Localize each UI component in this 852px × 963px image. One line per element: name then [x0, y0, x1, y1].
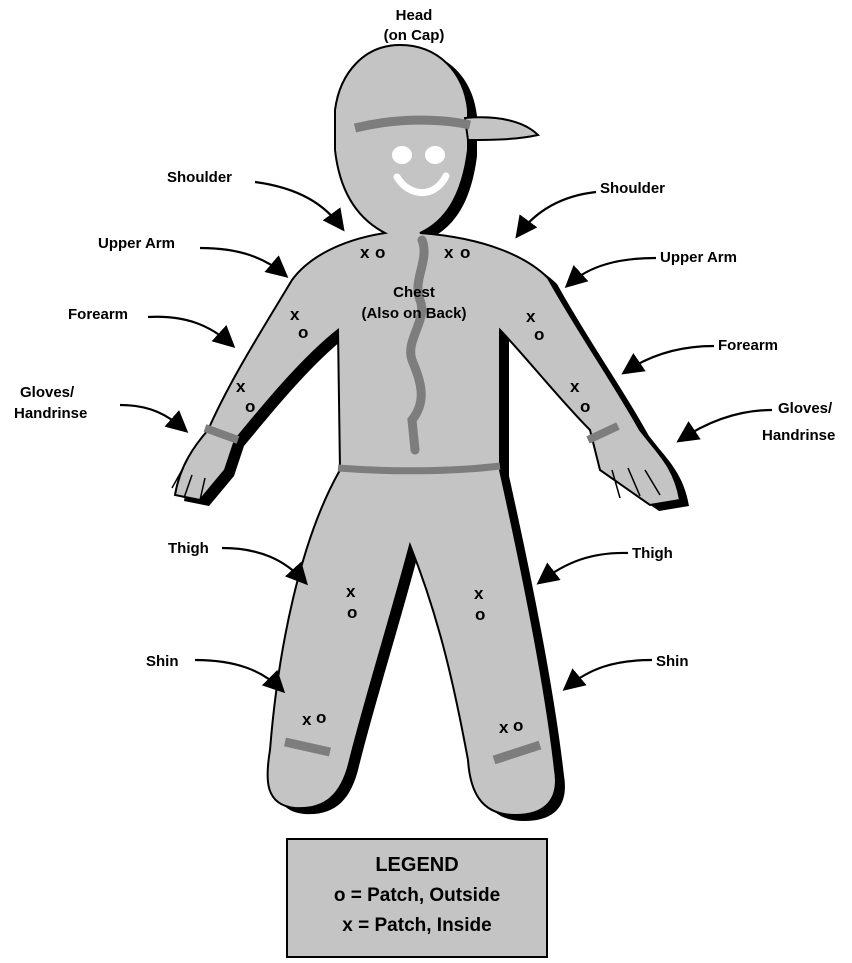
chest-label: Chest [393, 284, 435, 301]
arrow-shin-right [566, 660, 652, 688]
marker-inside-shin-left: x [302, 710, 312, 729]
marker-outside-upper-arm-left: o [298, 323, 308, 342]
arrow-thigh-right [540, 553, 628, 582]
marker-outside-thigh-right: o [475, 605, 485, 624]
shoulder-right-label: Shoulder [600, 180, 665, 197]
legend-outside: o = Patch, Outside [288, 885, 546, 907]
marker-outside-shoulder-left: o [375, 243, 385, 262]
head-label: Head [396, 7, 433, 24]
marker-outside-shin-left: o [316, 708, 326, 727]
arrow-upper-arm-left [200, 248, 285, 275]
left-eye [392, 146, 412, 164]
chest-sub-label: (Also on Back) [361, 305, 466, 322]
gloves-right-label: Gloves/ [778, 400, 833, 417]
gloves-left-label: Gloves/ [20, 384, 75, 401]
upper-arm-left-label: Upper Arm [98, 235, 175, 252]
handrinse-left-label: Handrinse [14, 405, 87, 422]
marker-outside-thigh-left: o [347, 603, 357, 622]
marker-outside-forearm-right: o [580, 397, 590, 416]
arrow-shoulder-left [255, 182, 342, 228]
marker-inside-upper-arm-left: x [290, 305, 300, 324]
arrow-shin-left [195, 660, 282, 690]
marker-inside-shoulder-left: x [360, 243, 370, 262]
shin-right-label: Shin [656, 653, 689, 670]
marker-inside-shin-right: x [499, 718, 509, 737]
arrow-shoulder-right [518, 192, 596, 235]
right-eye [425, 146, 445, 164]
shoulder-left-label: Shoulder [167, 169, 232, 186]
forearm-left-label: Forearm [68, 306, 128, 323]
marker-inside-forearm-right: x [570, 377, 580, 396]
cap-brim [465, 117, 538, 140]
marker-outside-forearm-left: o [245, 397, 255, 416]
legend-title: LEGEND [288, 854, 546, 877]
arrow-upper-arm-right [568, 258, 656, 285]
arrow-forearm-right [625, 346, 714, 372]
marker-outside-shoulder-right: o [460, 243, 470, 262]
legend-box: LEGEND o = Patch, Outside x = Patch, Ins… [286, 838, 548, 958]
head-sub-label: (on Cap) [384, 27, 445, 44]
upper-arm-right-label: Upper Arm [660, 249, 737, 266]
marker-inside-upper-arm-right: x [526, 307, 536, 326]
arrow-thigh-left [222, 548, 305, 582]
marker-inside-shoulder-right: x [444, 243, 454, 262]
arrow-gloves-right [680, 410, 772, 440]
marker-inside-thigh-right: x [474, 584, 484, 603]
shin-left-label: Shin [146, 653, 179, 670]
thigh-left-label: Thigh [168, 540, 209, 557]
forearm-right-label: Forearm [718, 337, 778, 354]
arrow-gloves-left [120, 405, 185, 430]
legend-inside: x = Patch, Inside [288, 915, 546, 937]
marker-outside-upper-arm-right: o [534, 325, 544, 344]
marker-inside-forearm-left: x [236, 377, 246, 396]
thigh-right-label: Thigh [632, 545, 673, 562]
handrinse-right-label: Handrinse [762, 427, 835, 444]
marker-inside-thigh-left: x [346, 582, 356, 601]
arrow-forearm-left [148, 317, 232, 345]
marker-outside-shin-right: o [513, 716, 523, 735]
